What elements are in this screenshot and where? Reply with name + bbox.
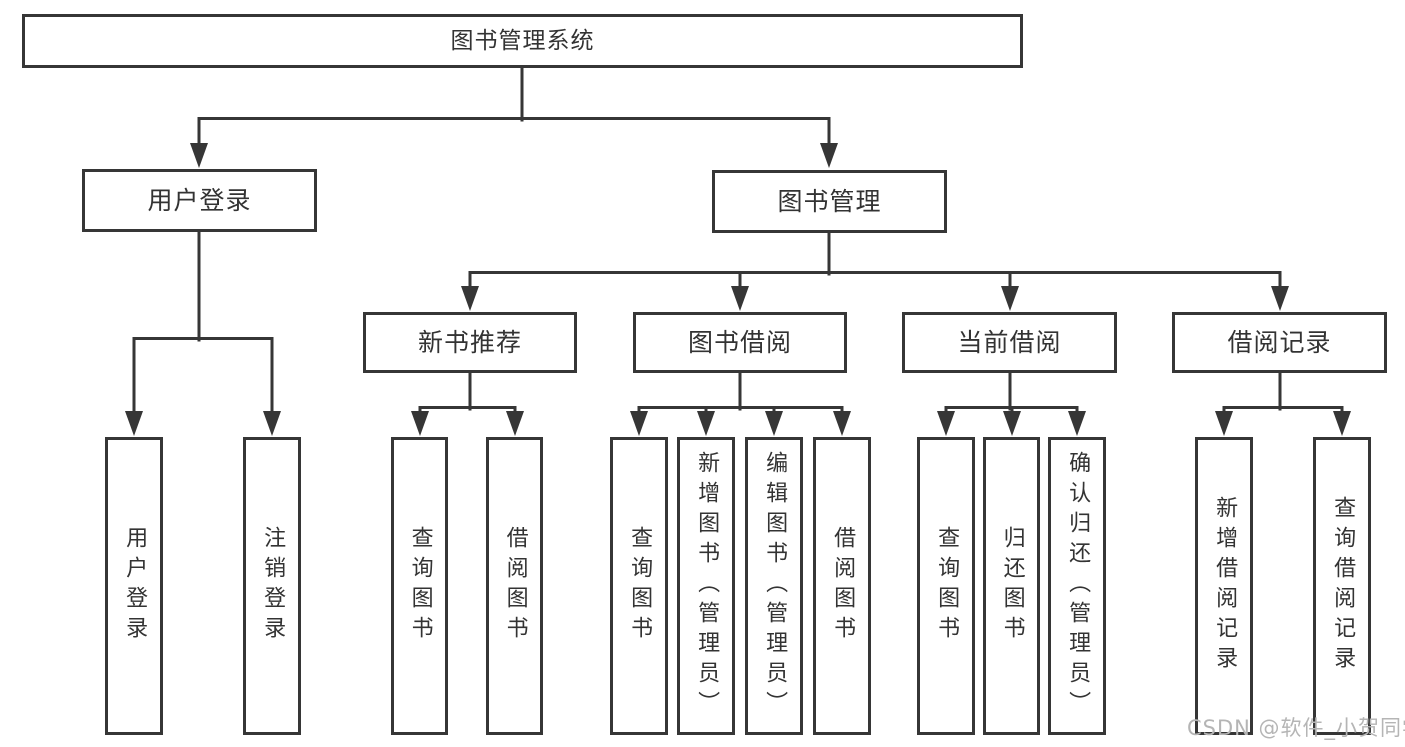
node-book-borrowing-label: 图书借阅 [687, 328, 792, 357]
arrow-down-icon [1003, 411, 1021, 436]
node-root: 图书管理系统 [22, 14, 1023, 68]
node-leaf-logout: 注销登录 [243, 437, 301, 735]
node-leaf-query-books-3: 查询图书 [917, 437, 975, 735]
connector-borrow-records-children [1215, 371, 1351, 436]
node-leaf-return-books: 归还图书 [983, 437, 1040, 735]
arrow-down-icon [1271, 286, 1289, 311]
connector-user-login-children [125, 230, 281, 436]
node-leaf-query-books-1-label: 查询图书 [407, 526, 433, 646]
node-leaf-return-books-label: 归还图书 [999, 526, 1025, 646]
arrow-down-icon [820, 143, 838, 168]
node-leaf-logout-label: 注销登录 [260, 526, 286, 646]
arrow-down-icon [697, 411, 715, 436]
node-leaf-add-books-admin: 新增图书（管理员） [677, 437, 735, 735]
node-leaf-add-borrow-record-label: 新增借阅记录 [1212, 496, 1238, 676]
node-user-login: 用户登录 [82, 169, 317, 232]
node-borrowing-records-label: 借阅记录 [1227, 328, 1332, 357]
node-leaf-borrow-books-2: 借阅图书 [813, 437, 871, 735]
node-current-borrowing: 当前借阅 [902, 312, 1117, 373]
arrow-down-icon [1215, 411, 1233, 436]
arrow-down-icon [263, 411, 281, 436]
arrow-down-icon [937, 411, 955, 436]
node-leaf-login-label: 用户登录 [122, 526, 148, 646]
arrow-down-icon [630, 411, 648, 436]
node-leaf-borrow-books-1-label: 借阅图书 [502, 526, 528, 646]
arrow-down-icon [1068, 411, 1086, 436]
node-leaf-borrow-books-2-label: 借阅图书 [830, 526, 856, 646]
connector-current-borrow-children [937, 371, 1086, 436]
node-book-management-label: 图书管理 [777, 187, 882, 216]
node-leaf-edit-books-admin-label: 编辑图书（管理员） [762, 451, 788, 721]
connector-book-management-children [461, 231, 1289, 311]
node-leaf-edit-books-admin: 编辑图书（管理员） [745, 437, 803, 735]
arrow-down-icon [765, 411, 783, 436]
arrow-down-icon [125, 411, 143, 436]
node-leaf-confirm-return-admin-label: 确认归还（管理员） [1065, 451, 1091, 721]
csdn-watermark: CSDN @软件_小贺同学 [1187, 716, 1405, 740]
node-leaf-query-books-3-label: 查询图书 [934, 526, 960, 646]
node-leaf-add-books-admin-label: 新增图书（管理员） [694, 451, 720, 721]
arrow-down-icon [731, 286, 749, 311]
node-root-label: 图书管理系统 [450, 27, 595, 54]
node-current-borrowing-label: 当前借阅 [957, 328, 1062, 357]
node-leaf-query-borrow-record: 查询借阅记录 [1313, 437, 1371, 735]
node-leaf-confirm-return-admin: 确认归还（管理员） [1048, 437, 1106, 735]
arrow-down-icon [1001, 286, 1019, 311]
node-leaf-login: 用户登录 [105, 437, 163, 735]
node-leaf-query-books-2-label: 查询图书 [627, 526, 653, 646]
connector-root-to-level2 [190, 66, 838, 168]
node-book-management: 图书管理 [712, 170, 947, 233]
node-leaf-borrow-books-1: 借阅图书 [486, 437, 543, 735]
node-borrowing-records: 借阅记录 [1172, 312, 1387, 373]
node-book-borrowing: 图书借阅 [633, 312, 847, 373]
node-user-login-label: 用户登录 [147, 186, 252, 215]
connector-new-book-children [411, 371, 524, 436]
arrow-down-icon [1333, 411, 1351, 436]
arrow-down-icon [411, 411, 429, 436]
node-new-book-recommend: 新书推荐 [363, 312, 577, 373]
node-leaf-add-borrow-record: 新增借阅记录 [1195, 437, 1253, 735]
node-leaf-query-books-1: 查询图书 [391, 437, 448, 735]
arrow-down-icon [506, 411, 524, 436]
node-leaf-query-borrow-record-label: 查询借阅记录 [1330, 496, 1356, 676]
arrow-down-icon [461, 286, 479, 311]
connector-book-borrow-children [630, 371, 851, 436]
node-new-book-recommend-label: 新书推荐 [417, 328, 522, 357]
arrow-down-icon [833, 411, 851, 436]
arrow-down-icon [190, 143, 208, 168]
node-leaf-query-books-2: 查询图书 [610, 437, 668, 735]
